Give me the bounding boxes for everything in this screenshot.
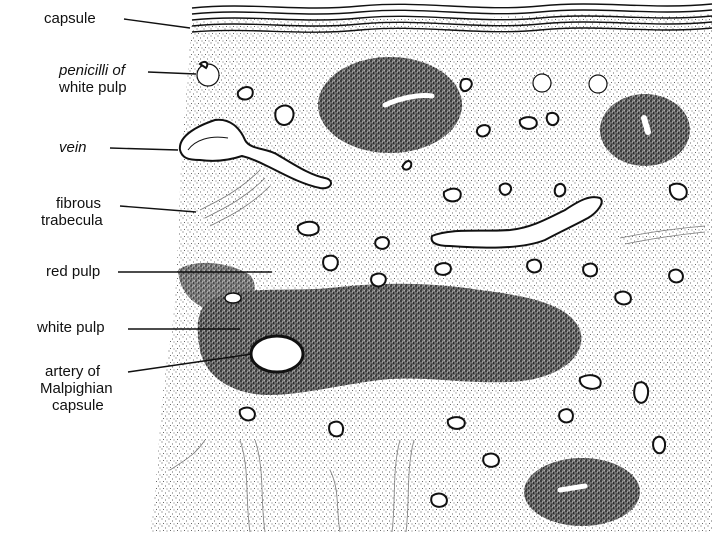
white-pulp-vessel: [225, 293, 241, 303]
penicillus: [533, 74, 551, 92]
white-pulp-label: white pulp: [37, 320, 105, 336]
central-artery: [251, 336, 303, 372]
penicilli-label-line1: penicilli of: [59, 63, 125, 79]
penicilli-label-line2: white pulp: [59, 80, 127, 96]
penicillus: [589, 75, 607, 93]
white-pulp-nodule: [524, 458, 640, 526]
nodule-vessel: [644, 118, 648, 132]
white-pulp-main: [198, 284, 582, 395]
penicillus: [197, 64, 219, 86]
vein-label: vein: [59, 140, 87, 156]
artery-label-line2: Malpighian: [40, 381, 113, 397]
fibrous-label-line2: trabecula: [41, 213, 103, 229]
capsule-label: capsule: [44, 11, 96, 27]
red-pulp-label: red pulp: [46, 264, 100, 280]
fibrous-label-line1: fibrous: [56, 196, 101, 212]
artery-label-line3: capsule: [52, 398, 104, 414]
artery-label-line1: artery of: [45, 364, 100, 380]
